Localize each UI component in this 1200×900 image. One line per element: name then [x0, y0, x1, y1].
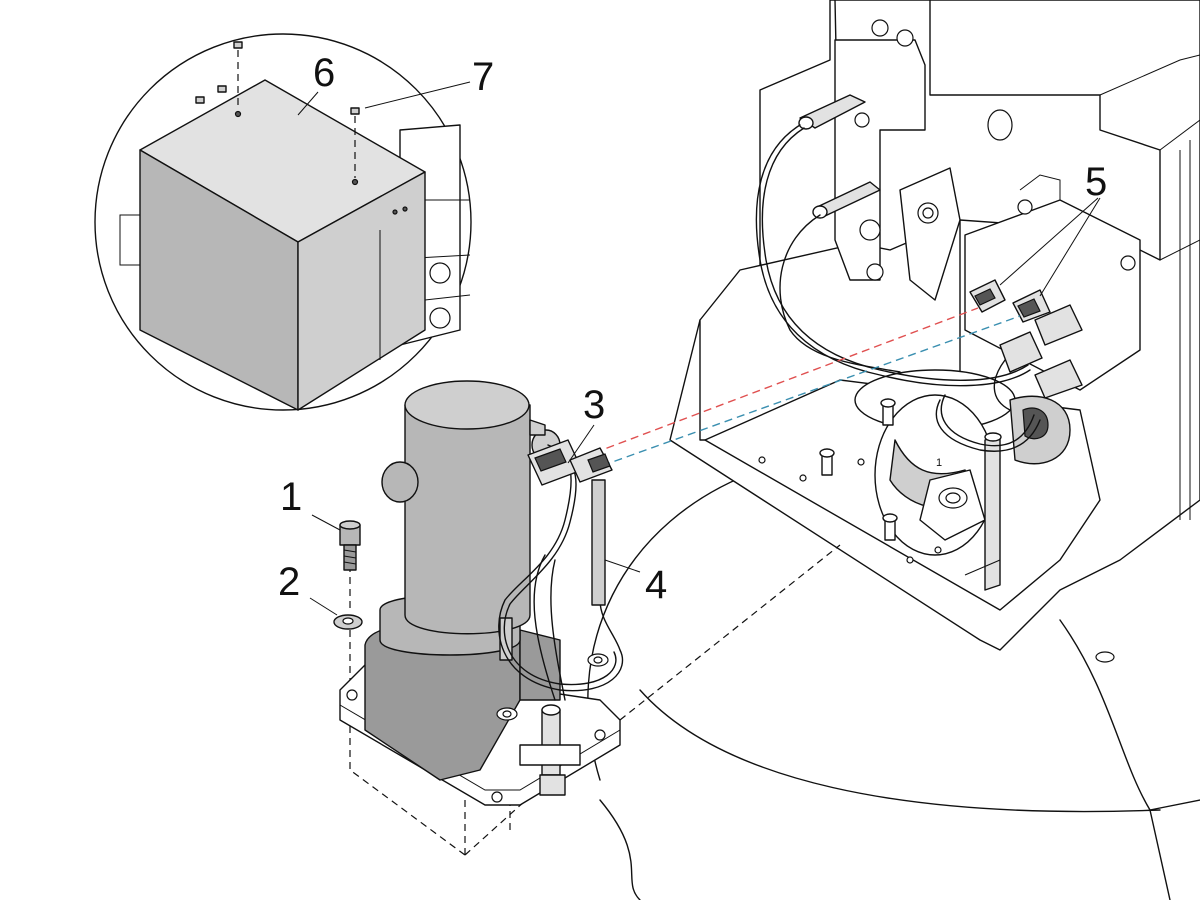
callout-labels: 1 2 3 4 5 6 7 1	[278, 51, 1107, 607]
socket-head-screw	[339, 520, 361, 571]
callout-2: 2	[278, 560, 300, 604]
leader-3	[567, 424, 595, 464]
frame-wiring-harness	[755, 124, 1041, 452]
callout-3: 3	[583, 383, 605, 427]
callout-6: 6	[313, 51, 335, 95]
machine-frame	[669, 0, 1200, 651]
callout-1: 1	[280, 475, 302, 519]
flat-washer	[333, 614, 363, 630]
leader-4	[604, 559, 641, 573]
center-mark-label: 1	[936, 457, 942, 469]
leader-5b	[1039, 197, 1101, 297]
blue-connection-line	[589, 315, 1021, 471]
callout-5: 5	[1085, 160, 1107, 204]
leader-7	[364, 81, 471, 109]
callout-4: 4	[645, 563, 667, 607]
cover-side	[297, 171, 426, 411]
leader-lines	[297, 81, 1101, 616]
leader-1	[311, 514, 341, 531]
cover-screws	[195, 41, 360, 178]
callout-7: 7	[472, 55, 494, 99]
detail-inset	[94, 33, 472, 411]
leader-2	[309, 597, 338, 616]
red-connection-line	[569, 307, 979, 463]
leader-6	[297, 91, 319, 116]
motor-cable	[498, 439, 624, 701]
motor-assembly	[339, 380, 621, 806]
leader-5a	[999, 197, 1099, 286]
